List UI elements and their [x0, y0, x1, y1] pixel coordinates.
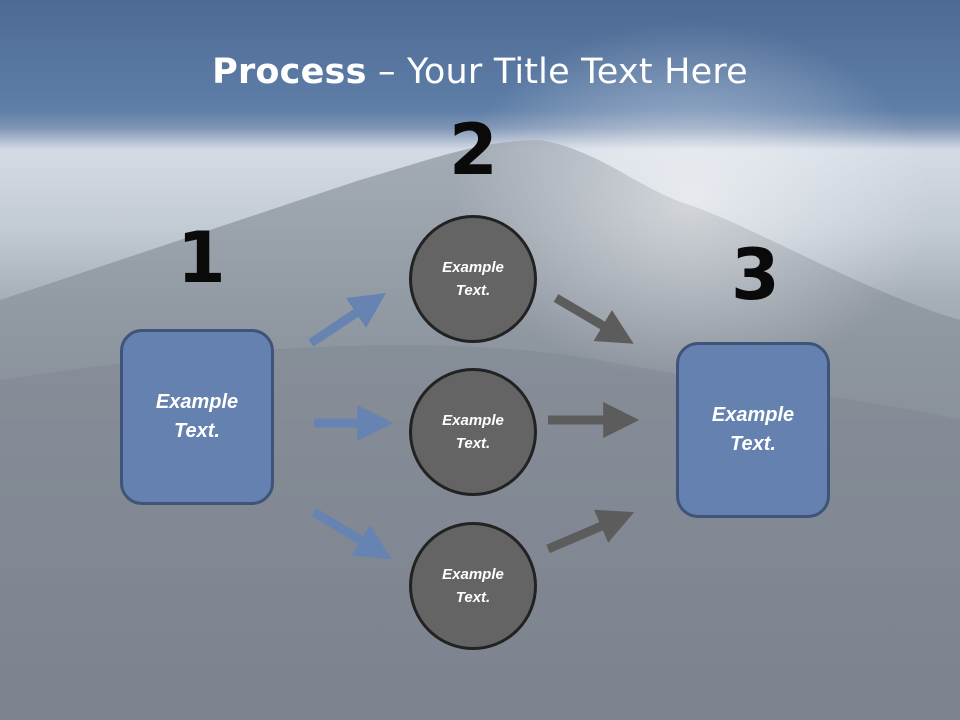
title-rest: – Your Title Text Here [366, 52, 748, 92]
arrow-to-circle-1 [308, 293, 386, 347]
circle-1-text: Example Text. [442, 259, 504, 299]
circle-3: Example Text. [409, 522, 537, 650]
circle-3-text: Example Text. [442, 566, 504, 606]
step-number-3: 3 [731, 234, 780, 316]
right-box-text: Example Text. [711, 404, 795, 455]
circle-2: Example Text. [409, 368, 537, 496]
step-number-1: 1 [177, 217, 226, 299]
page-title: Process – Your Title Text Here [0, 52, 960, 92]
arrow-from-circle-1 [553, 294, 634, 344]
left-box-text: Example Text. [155, 391, 239, 442]
right-box: Example Text. [676, 342, 830, 518]
title-bold: Process [212, 52, 367, 92]
arrow-to-circle-3 [311, 508, 392, 560]
arrow-from-circle-3 [546, 509, 635, 554]
circle-2-text: Example Text. [442, 412, 504, 452]
step-number-2: 2 [449, 109, 498, 191]
left-box: Example Text. [120, 329, 274, 505]
circle-1: Example Text. [409, 215, 537, 343]
